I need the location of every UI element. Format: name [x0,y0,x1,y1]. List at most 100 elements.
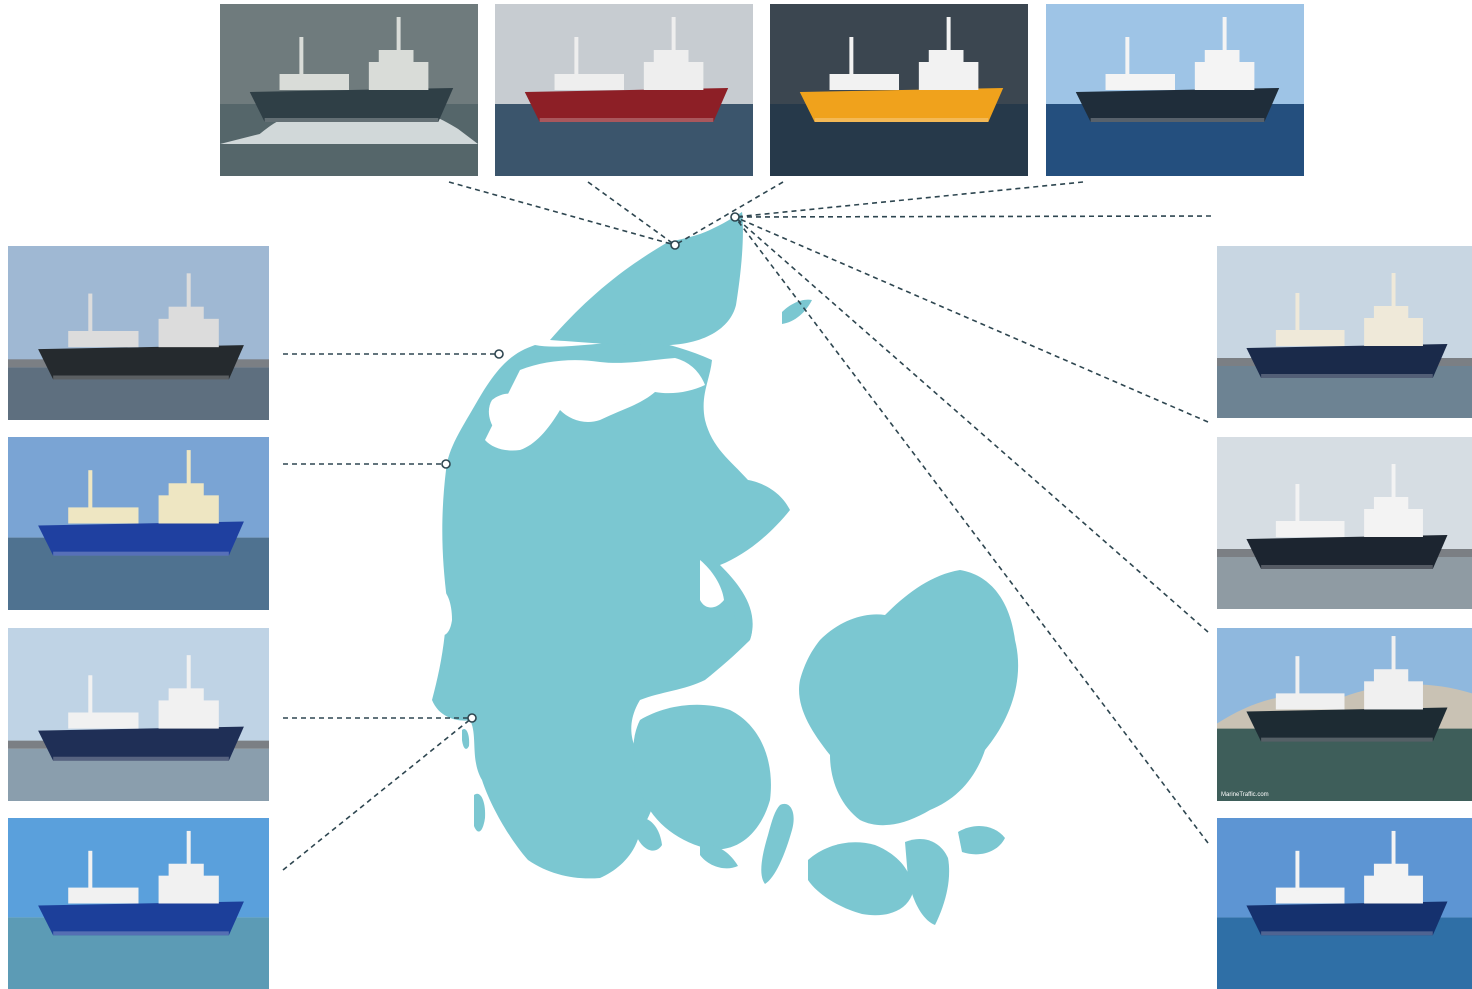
bridge [368,62,429,90]
aft-deck [68,507,139,524]
bridge [1364,509,1423,537]
mast [1222,17,1227,52]
trawler-image [1217,246,1472,418]
vessel-photo-left-2[interactable] [8,437,269,610]
vessel-photo-top-1[interactable] [220,4,478,176]
aft-deck [68,887,139,904]
vessel-photo-left-1[interactable] [8,246,269,420]
aft-deck [1275,330,1345,346]
mast [1391,273,1396,308]
west-coast-lagoon [436,589,452,636]
photo-credit: MarineTraffic.com [1221,792,1269,798]
vendsyssel-landmass [550,212,743,346]
mon-island [958,826,1005,855]
hull [1246,535,1448,569]
aft-deck [1275,693,1345,710]
waterline [53,375,229,380]
fano-island [462,728,470,749]
wheelhouse [1373,863,1409,878]
gantry [88,850,93,891]
gantry [299,37,304,77]
bridge [158,318,219,348]
waterline [1261,565,1433,569]
hull [38,726,244,761]
bridge [158,875,219,904]
aft-deck [1105,74,1175,90]
map-water [436,358,724,636]
vessel-photo-left-4[interactable] [8,818,269,989]
bridge [1364,681,1423,710]
mast [1391,830,1396,866]
trawler-image [495,4,753,176]
gantry [88,293,93,335]
waterline [1261,374,1433,378]
bridge [1194,62,1255,90]
wheelhouse [928,50,964,64]
aero-island [700,844,738,869]
port-marker-icon[interactable] [670,240,680,250]
bridge [643,62,704,90]
gantry [1295,484,1300,524]
gantry [1295,656,1300,697]
wheelhouse [653,50,689,64]
hull [38,901,244,936]
trawler-image [8,818,269,989]
trawler-image [8,246,269,420]
port-marker-icon[interactable] [494,349,504,359]
hull [38,345,244,380]
gantry [88,675,93,716]
bridge [918,62,979,90]
mast [186,830,191,866]
vessel-photo-top-2[interactable] [495,4,753,176]
wheelhouse [168,863,204,878]
hull [38,521,244,556]
limfjord [485,358,705,451]
mast [396,17,401,52]
waterline [53,756,229,761]
wheelhouse [1204,50,1240,64]
falster-island [905,838,950,925]
langeland-island [761,803,794,884]
bridge [158,700,219,729]
hull [524,88,729,122]
wheelhouse [1373,669,1409,684]
trawler-image [1217,628,1472,801]
map-land [432,212,1019,925]
waterline [539,118,714,122]
waterline [1090,118,1265,122]
port-marker-icon[interactable] [467,713,477,723]
vessel-photo-right-1[interactable] [1217,246,1472,418]
vessel-photo-right-3[interactable]: MarineTraffic.com [1217,628,1472,801]
hull [799,88,1004,122]
gantry [1295,850,1300,891]
wheelhouse [168,306,204,321]
port-marker-icon[interactable] [441,459,451,469]
gantry [1295,293,1300,333]
bridge [1364,875,1423,904]
trawler-image [1217,818,1472,989]
port-marker-icon[interactable] [730,212,740,222]
mast [186,450,191,486]
hull [1075,88,1280,122]
mors-inlet [488,393,522,431]
vessel-photo-right-4[interactable] [1217,818,1472,989]
lolland-island [808,842,913,916]
vessel-photo-left-3[interactable] [8,628,269,801]
bridge [158,495,219,524]
vessel-photo-top-4[interactable] [1046,4,1304,176]
trawler-image [220,4,478,176]
mast [946,17,951,52]
waterline [1261,737,1433,742]
port-markers [441,212,740,723]
hull [249,88,454,122]
vessel-photo-right-2[interactable] [1217,437,1472,609]
trawler-image [770,4,1028,176]
trawler-image [1046,4,1304,176]
aft-deck [829,74,899,90]
vessel-photo-top-3[interactable] [770,4,1028,176]
trawler-image [1217,437,1472,609]
hull [1246,344,1448,378]
aft-deck [1275,521,1345,537]
waterline [264,118,439,122]
